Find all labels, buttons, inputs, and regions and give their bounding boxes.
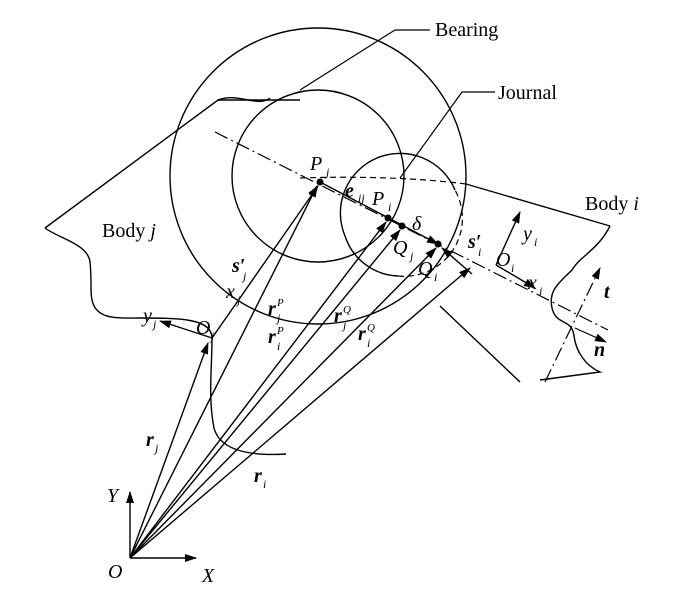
label-riQ-sub: i (367, 336, 370, 350)
label-Qj-sub: j (408, 249, 414, 263)
label-rj: r (146, 429, 154, 451)
yi-axis (495, 211, 521, 266)
label-Pi: P (371, 188, 384, 210)
label-global-O: O (108, 561, 122, 583)
label-xj: x (225, 281, 235, 303)
label-sj-sub: j (241, 269, 247, 283)
body-i-lower-edge (439, 305, 521, 383)
point-Pj-dot (316, 178, 324, 186)
label-xj-sub: j (235, 293, 241, 307)
label-si: s′ (467, 231, 481, 253)
ri-vector (129, 267, 471, 559)
label-Oi-sub: i (511, 261, 514, 275)
label-rjQ: r (334, 305, 342, 327)
rj-vector (129, 342, 209, 559)
body-i-top-edge (465, 183, 611, 227)
journal-circle-solid (339, 152, 456, 277)
body-i-outline (539, 225, 611, 381)
label-rjQ-sup: Q (343, 304, 351, 316)
rjP-vector (129, 185, 318, 559)
label-xi: x (527, 272, 537, 294)
label-yj-sub: j (151, 317, 157, 331)
journal-label: Journal (498, 82, 557, 104)
xi-axis (495, 264, 536, 289)
label-Oj-sub: j (209, 329, 215, 343)
label-ri: r (254, 465, 262, 487)
yj-axis (159, 320, 213, 339)
body-j-label: Body j (102, 220, 156, 242)
label-rjP-sub: j (275, 311, 281, 325)
label-n: n (594, 339, 605, 361)
label-global-X: X (201, 565, 215, 587)
bearing-leader-line (299, 29, 396, 91)
bearing-outer-circle (169, 27, 467, 325)
label-ri-sub: i (263, 477, 266, 491)
e-ij-vector (319, 181, 439, 245)
label-t: t (604, 281, 611, 303)
label-yi: y (521, 223, 532, 245)
label-rj-sub: j (153, 441, 159, 455)
riP-vector (129, 221, 387, 559)
body-i-label: Body i (585, 193, 639, 215)
label-Qi: Q (418, 258, 433, 280)
label-sj: s′ (231, 255, 245, 277)
label-Pi-sub: i (388, 200, 391, 214)
t-axis-line (544, 267, 601, 383)
center-line (214, 131, 609, 331)
label-delta: δ (412, 213, 422, 235)
label-riP-sup: P (276, 325, 284, 337)
label-riQ: r (358, 323, 366, 345)
riQ-vector (129, 247, 437, 559)
label-Oi: O (496, 249, 510, 271)
label-riP: r (268, 326, 276, 348)
label-yj: y (141, 305, 152, 327)
label-riP-sub: i (277, 339, 280, 353)
label-rjP: r (268, 298, 276, 320)
sj-vector (211, 185, 319, 339)
label-Pj-sub: j (324, 165, 330, 179)
bearing-hole-circle (231, 89, 405, 263)
tangent-dash-curve (299, 176, 467, 185)
label-Pj: P (309, 153, 322, 175)
label-si-sub: i (478, 245, 481, 259)
label-Qi-sub: i (434, 270, 437, 284)
point-Qj-dot (398, 222, 406, 230)
label-Oj: O (196, 317, 210, 339)
label-Qj: Q (393, 237, 408, 259)
label-xi-sub: i (539, 284, 542, 298)
rjQ-vector (129, 229, 401, 559)
label-rjP-sup: P (276, 297, 284, 309)
label-e-sub: ij (358, 191, 365, 205)
label-e: e (345, 180, 354, 202)
label-global-Y: Y (107, 485, 120, 507)
label-yi-sub: i (534, 235, 537, 249)
n-axis-arrow (574, 327, 607, 343)
journal-leader-line (399, 91, 463, 179)
point-Pi-dot (384, 214, 392, 222)
bearing-label: Bearing (435, 19, 498, 41)
label-riQ-sup: Q (367, 322, 375, 334)
label-rjQ-sub: j (341, 318, 347, 332)
point-Qi-dot (434, 240, 442, 248)
